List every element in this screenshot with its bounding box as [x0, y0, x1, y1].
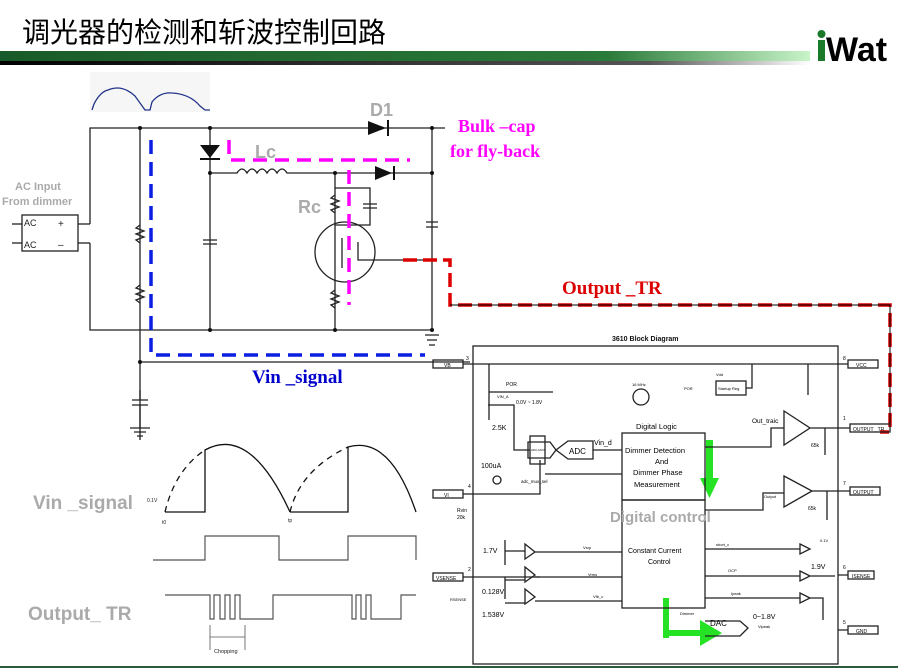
svg-text:2: 2	[468, 567, 471, 573]
svg-text:Dimmer Phase: Dimmer Phase	[633, 468, 683, 477]
svg-text:0.0V ~ 1.8V: 0.0V ~ 1.8V	[516, 400, 543, 406]
svg-text:VI: VI	[444, 493, 449, 499]
svg-text:Dimmer Detection: Dimmer Detection	[625, 446, 685, 455]
ac-source-box: AC AC + –	[12, 214, 90, 252]
slide-title: 调光器的检测和斩波控制回路	[22, 16, 386, 49]
svg-text:Vipeak: Vipeak	[758, 624, 770, 629]
header-bar-shadow	[0, 61, 810, 65]
ac-input-label: AC Input	[15, 181, 61, 193]
svg-text:OUTPUT: OUTPUT	[853, 490, 874, 496]
rc-label: Rc	[298, 197, 321, 217]
d1-label: D1	[370, 100, 393, 120]
svg-text:Ipeak: Ipeak	[731, 591, 741, 596]
svg-text:OUTPUT _TR: OUTPUT _TR	[853, 427, 885, 433]
svg-text:POR: POR	[684, 386, 693, 391]
bulk-cap-label: Bulk –cap	[458, 116, 536, 136]
svg-text:GND: GND	[856, 629, 868, 635]
svg-text:–: –	[58, 240, 64, 251]
svg-text:AC: AC	[24, 218, 37, 228]
svg-text:Startup Reg: Startup Reg	[718, 386, 739, 391]
svg-text:8: 8	[843, 356, 846, 362]
rectified-input-waveform	[90, 72, 210, 112]
svg-text:Vin_d: Vin_d	[594, 440, 612, 447]
svg-text:7: 7	[843, 481, 846, 487]
svg-text:0~1.8V: 0~1.8V	[753, 614, 776, 621]
svg-text:tp: tp	[288, 518, 292, 524]
svg-text:short_c: short_c	[716, 542, 729, 547]
svg-text:100uA: 100uA	[481, 463, 502, 470]
svg-text:0.1V: 0.1V	[147, 498, 158, 504]
svg-text:1.7V: 1.7V	[483, 548, 498, 555]
svg-text:1.9V: 1.9V	[811, 564, 826, 571]
svg-text:adc_mux_sel: adc_mux_sel	[521, 479, 548, 484]
svg-text:DAC: DAC	[710, 619, 727, 628]
vin-signal-path	[149, 140, 425, 357]
svg-text:Chopping: Chopping	[214, 649, 238, 655]
svg-text:Dimmer: Dimmer	[680, 611, 695, 616]
svg-text:65k: 65k	[811, 443, 820, 449]
waveform-vin-signal-label: Vin _signal	[33, 493, 133, 514]
svg-text:POR: POR	[506, 382, 517, 388]
svg-text:ADC-MUX: ADC-MUX	[531, 448, 545, 452]
svg-text:And: And	[655, 457, 668, 466]
dimmer-detection-circuit	[89, 120, 470, 440]
vin-signal-label: Vin _signal	[252, 367, 343, 388]
svg-text:Measurement: Measurement	[634, 480, 681, 489]
bulk-cap-label-2: for fly-back	[450, 141, 540, 161]
svg-text:VIN_A: VIN_A	[497, 394, 509, 399]
svg-text:16 MHz: 16 MHz	[632, 382, 646, 387]
svg-text:AC: AC	[24, 240, 37, 250]
svg-text:0.1V: 0.1V	[820, 538, 829, 543]
svg-text:Rvin: Rvin	[457, 508, 467, 514]
svg-text:Control: Control	[648, 559, 671, 566]
lc-label: Lc	[255, 142, 276, 162]
svg-text:Out_traic: Out_traic	[752, 418, 779, 425]
output-tr-label: Output _TR	[562, 278, 662, 299]
svg-text:3610 Block Diagram: 3610 Block Diagram	[612, 336, 679, 343]
svg-text:1: 1	[843, 416, 846, 422]
svg-text:VB: VB	[444, 363, 451, 369]
svg-text:Wat: Wat	[826, 31, 887, 69]
footer-line	[0, 666, 898, 668]
waveform-output-tr-label: Output_ TR	[28, 604, 132, 625]
svg-text:VCC: VCC	[856, 363, 867, 369]
svg-text:Vdd: Vdd	[716, 372, 723, 377]
svg-text:5: 5	[843, 620, 846, 626]
svg-text:3: 3	[466, 356, 469, 362]
digital-control-label: Digital control	[610, 509, 711, 526]
svg-text:65k: 65k	[808, 506, 817, 512]
header-bar	[0, 51, 810, 61]
lc-path	[227, 140, 410, 305]
svg-text:6: 6	[843, 565, 846, 571]
iwatt-logo: Wat	[817, 30, 887, 69]
svg-text:20k: 20k	[457, 515, 466, 521]
svg-text:VSENSE: VSENSE	[436, 576, 457, 582]
svg-text:Output: Output	[764, 494, 777, 499]
svg-text:Digital Logic: Digital Logic	[636, 422, 677, 431]
svg-text:Vrms: Vrms	[588, 572, 597, 577]
svg-text:ISENSE: ISENSE	[852, 574, 871, 580]
output-tr-wire	[450, 304, 891, 432]
svg-text:Constant Current: Constant Current	[628, 548, 681, 555]
svg-text:Vfb_c: Vfb_c	[593, 594, 603, 599]
svg-text:4: 4	[468, 484, 471, 490]
timing-waveforms: 0.1V t0 tp Chopping	[147, 443, 417, 655]
svg-text:RSENSE: RSENSE	[450, 597, 467, 602]
svg-text:OCP: OCP	[728, 568, 737, 573]
ac-input-label-2: From dimmer	[2, 196, 73, 208]
svg-text:t0: t0	[162, 520, 166, 526]
svg-text:ADC: ADC	[569, 447, 586, 456]
svg-text:Vsrp: Vsrp	[583, 545, 592, 550]
svg-text:2.5K: 2.5K	[492, 425, 507, 432]
svg-text:+: +	[58, 219, 64, 230]
svg-text:1.538V: 1.538V	[482, 612, 505, 619]
svg-text:0.128V: 0.128V	[482, 589, 505, 596]
